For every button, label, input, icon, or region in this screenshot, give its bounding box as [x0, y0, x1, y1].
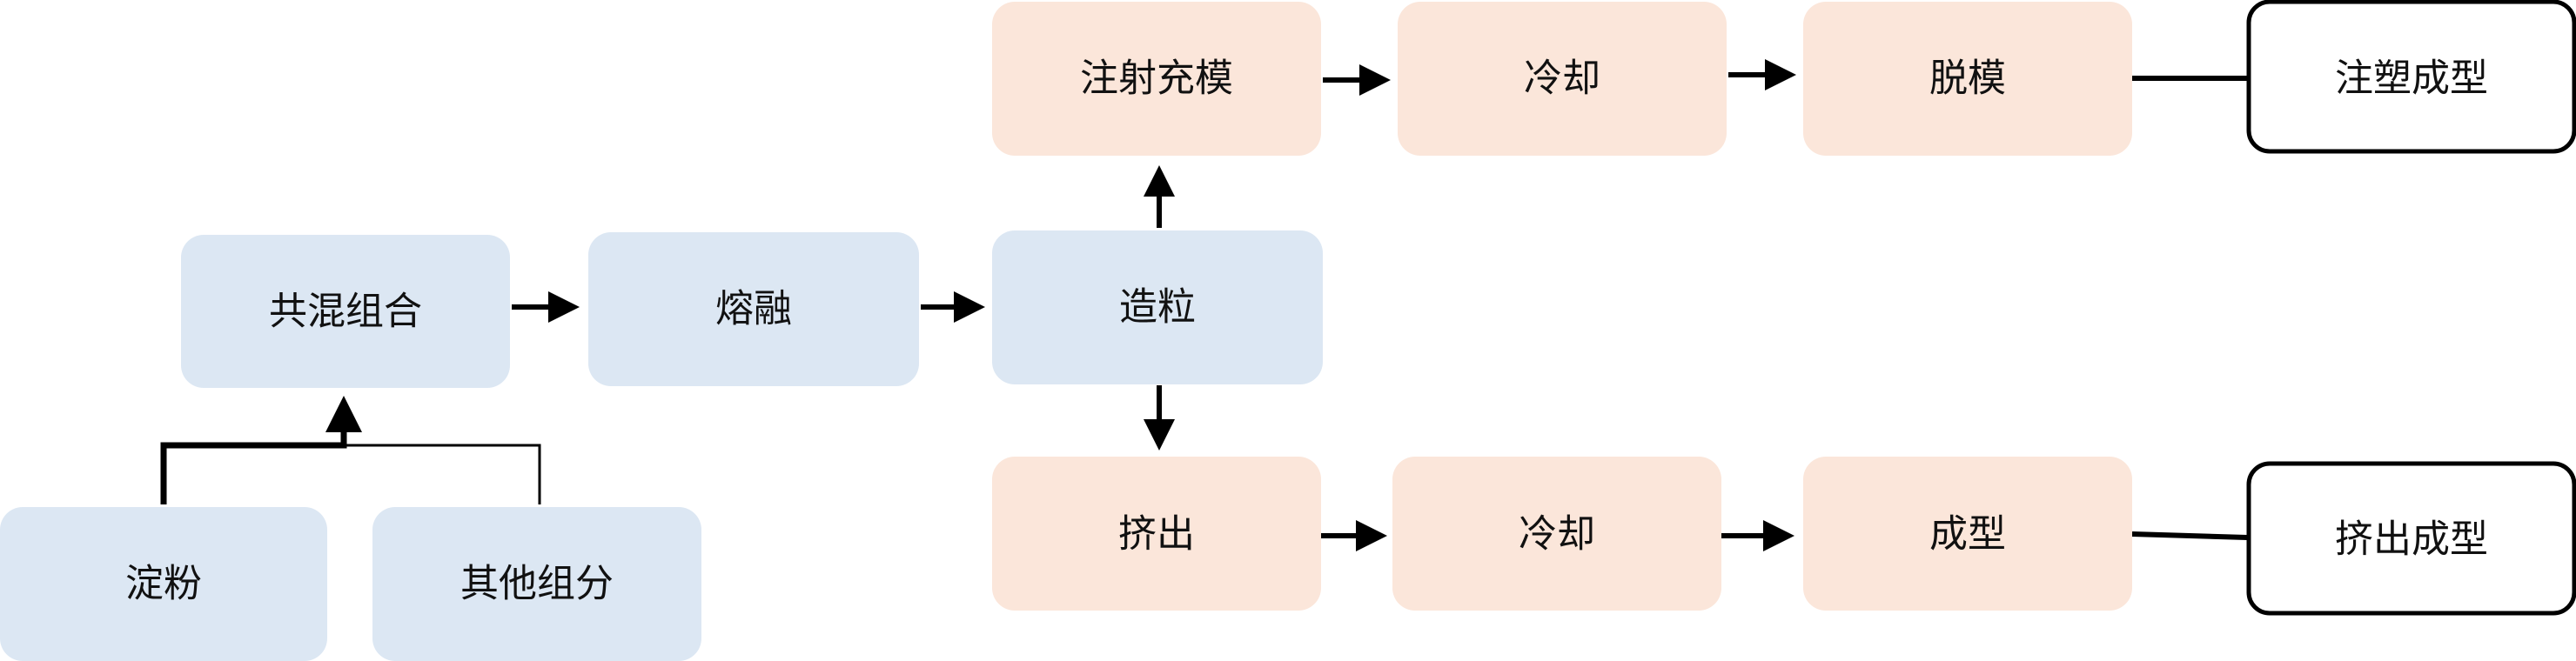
node-extrusion-label: 挤出	[1118, 512, 1195, 557]
node-melt-label: 熔融	[715, 287, 792, 331]
node-demold-label: 脱模	[1929, 57, 2006, 101]
node-other-components: 其他组分	[372, 507, 701, 661]
node-cooling-top-label: 冷却	[1524, 57, 1600, 101]
node-injection-filling-label: 注射充模	[1080, 57, 1233, 101]
node-starch-label: 淀粉	[125, 562, 202, 606]
connector-shape-to-result	[2131, 531, 2248, 540]
node-blend-label: 共混组合	[269, 290, 422, 334]
node-cooling-bottom-label: 冷却	[1519, 512, 1595, 557]
connectors	[160, 59, 2248, 551]
connector-starch-to-blend	[160, 396, 362, 504]
node-demold: 脱模	[1803, 2, 2132, 156]
node-result-extrusion-molding-label: 挤出成型	[2335, 517, 2488, 562]
node-shaping: 成型	[1803, 457, 2132, 611]
node-injection-filling: 注射充模	[992, 2, 1321, 156]
node-pellet-label: 造粒	[1119, 285, 1196, 330]
node-other-components-label: 其他组分	[460, 562, 614, 606]
node-result-injection-molding: 注塑成型	[2246, 0, 2576, 154]
node-blend: 共混组合	[181, 235, 510, 388]
node-cooling-top: 冷却	[1398, 2, 1727, 156]
connector-other-to-blend	[344, 444, 541, 504]
node-starch: 淀粉	[0, 507, 327, 661]
node-shaping-label: 成型	[1929, 512, 2006, 557]
node-result-injection-molding-label: 注塑成型	[2335, 57, 2488, 101]
node-result-extrusion-molding: 挤出成型	[2246, 461, 2576, 616]
node-melt: 熔融	[588, 232, 919, 386]
node-cooling-bottom: 冷却	[1392, 457, 1721, 611]
node-extrusion: 挤出	[992, 457, 1321, 611]
node-pellet: 造粒	[992, 230, 1323, 384]
